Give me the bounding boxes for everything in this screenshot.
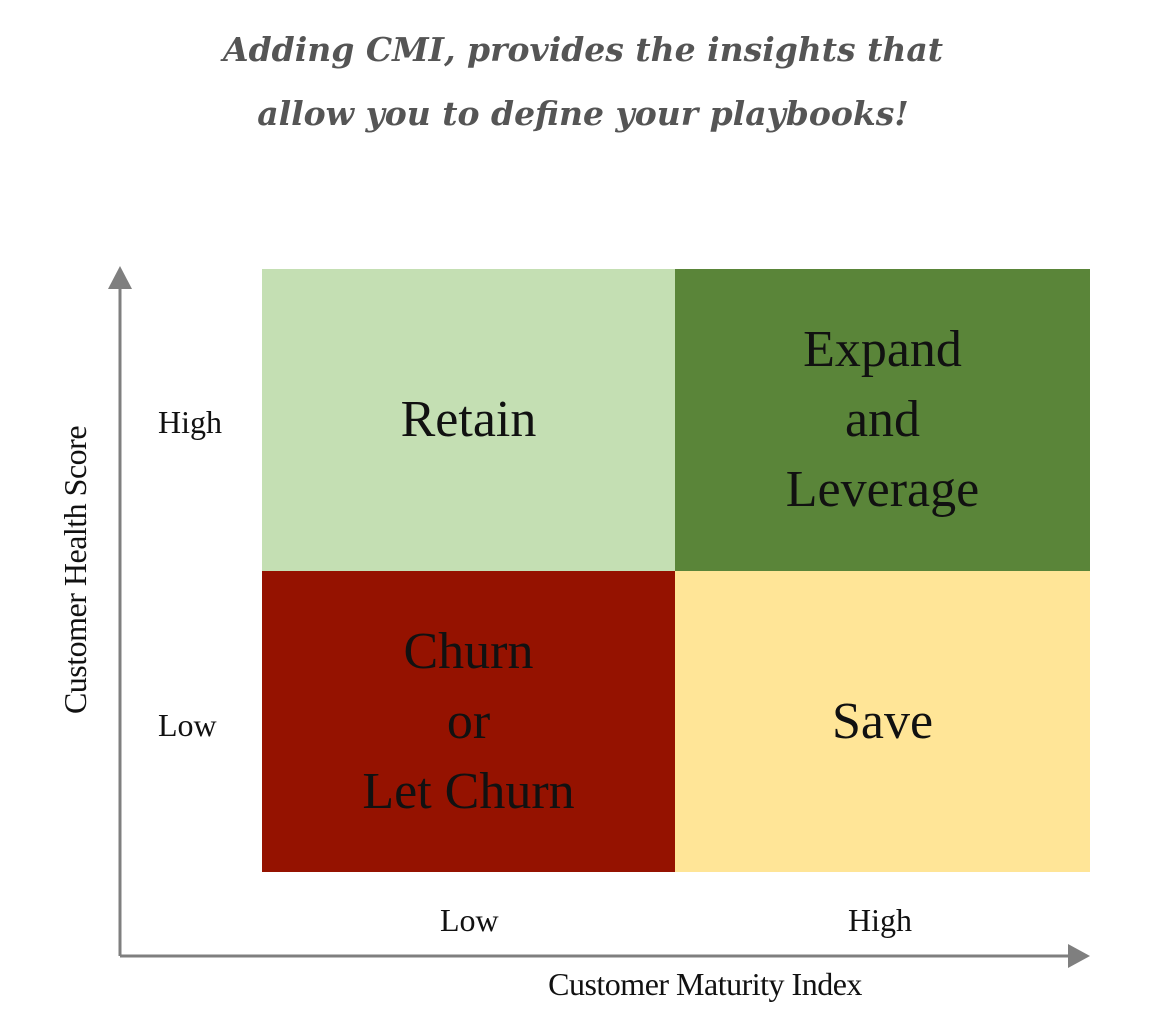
headline-line-2: allow you to define your playbooks! xyxy=(257,94,909,133)
quadrant-expand-and-leverage: Expand and Leverage xyxy=(675,269,1090,571)
quadrant-retain: Retain xyxy=(262,269,675,571)
quadrant-line: Leverage xyxy=(785,461,980,518)
y-axis-arrowhead xyxy=(108,266,132,289)
quadrant-line: Churn xyxy=(403,622,534,680)
quadrant-expand-label: Expand and Leverage xyxy=(786,315,979,525)
x-tick-low: Low xyxy=(440,902,499,938)
y-tick-high: High xyxy=(158,404,222,440)
x-axis-title: Customer Maturity Index xyxy=(548,966,862,1002)
quadrant-line: or xyxy=(446,692,491,750)
quadrant-line: Let Churn xyxy=(362,762,575,820)
quadrant-churn-or-let-churn: Churn or Let Churn xyxy=(262,571,675,872)
x-axis-arrowhead xyxy=(1068,944,1090,968)
quadrant-line: Expand xyxy=(803,321,962,378)
quadrant-churn-label: Churn or Let Churn xyxy=(362,617,574,827)
y-axis-title: Customer Health Score xyxy=(57,425,93,715)
quadrant-save: Save xyxy=(675,571,1090,872)
quadrant-retain-label: Retain xyxy=(401,385,537,455)
headline-line-1: Adding CMI, provides the insights that xyxy=(223,30,943,69)
quadrant-line: Retain xyxy=(400,391,537,448)
quadrant-line: and xyxy=(844,391,921,448)
x-tick-high: High xyxy=(848,902,912,938)
y-tick-low: Low xyxy=(158,707,217,743)
quadrant-line: Save xyxy=(831,692,934,750)
quadrant-save-label: Save xyxy=(832,687,933,757)
